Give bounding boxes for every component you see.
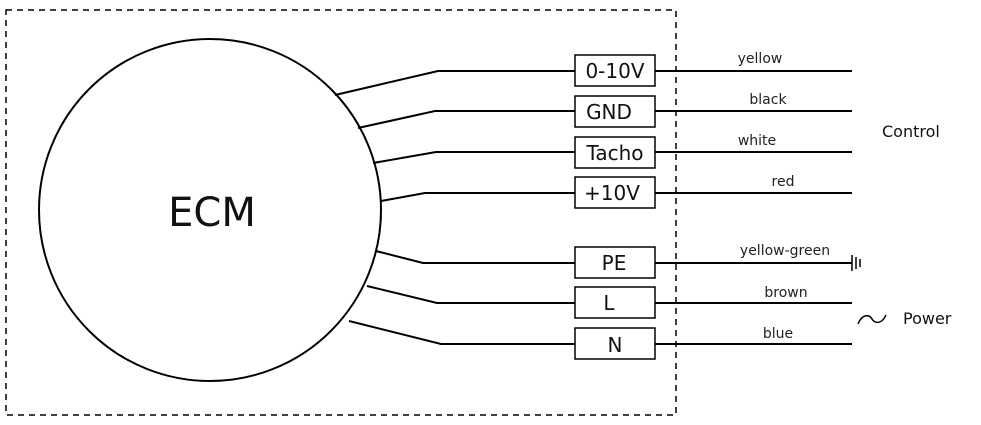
terminal-box: [574, 286, 656, 319]
internal-lead: [372, 151, 575, 164]
wire-color-label: blue: [763, 326, 793, 342]
motor-label: ECM: [168, 190, 256, 236]
terminal-row-plus-10v: +10V red: [380, 174, 852, 209]
control-group-label: Control: [882, 122, 940, 141]
wire-color-label: white: [738, 133, 776, 149]
wire-color-label: yellow: [738, 51, 783, 67]
terminal-row-n: N blue: [348, 320, 852, 360]
terminal-row-l: L brown: [366, 285, 852, 319]
internal-lead: [366, 285, 575, 304]
wire-color-label: red: [772, 174, 795, 190]
terminal-box: [574, 246, 656, 279]
terminal-row-0-10v: 0-10V yellow: [334, 51, 852, 96]
wire-color-label: yellow-green: [740, 243, 830, 259]
terminal-box: [574, 95, 656, 128]
terminal-label: GND: [586, 100, 632, 124]
wire-color-label: brown: [764, 285, 807, 301]
terminal-label: L: [603, 291, 615, 315]
motor-enclosure: [5, 9, 677, 416]
wire-color-label: black: [749, 92, 787, 108]
power-group-label: Power: [903, 309, 952, 328]
terminal-row-gnd: GND black: [357, 92, 852, 129]
terminal-box: [574, 136, 656, 169]
terminal-row-pe: PE yellow-green: [375, 243, 852, 279]
ac-wave-icon: [857, 314, 887, 325]
motor-circle: [38, 38, 382, 382]
ground-icon: [851, 255, 861, 271]
terminal-box: [574, 327, 656, 360]
terminal-label: 0-10V: [585, 59, 644, 83]
internal-lead: [334, 70, 575, 96]
terminal-label: +10V: [584, 181, 640, 205]
internal-lead: [380, 192, 575, 202]
internal-lead: [357, 110, 575, 129]
terminal-box: [574, 176, 656, 209]
internal-lead: [375, 250, 575, 264]
internal-lead: [348, 320, 575, 345]
terminal-label: PE: [602, 251, 627, 275]
terminal-label: N: [608, 333, 623, 357]
terminal-label: Tacho: [585, 141, 643, 165]
terminal-row-tacho: Tacho white: [372, 133, 852, 169]
